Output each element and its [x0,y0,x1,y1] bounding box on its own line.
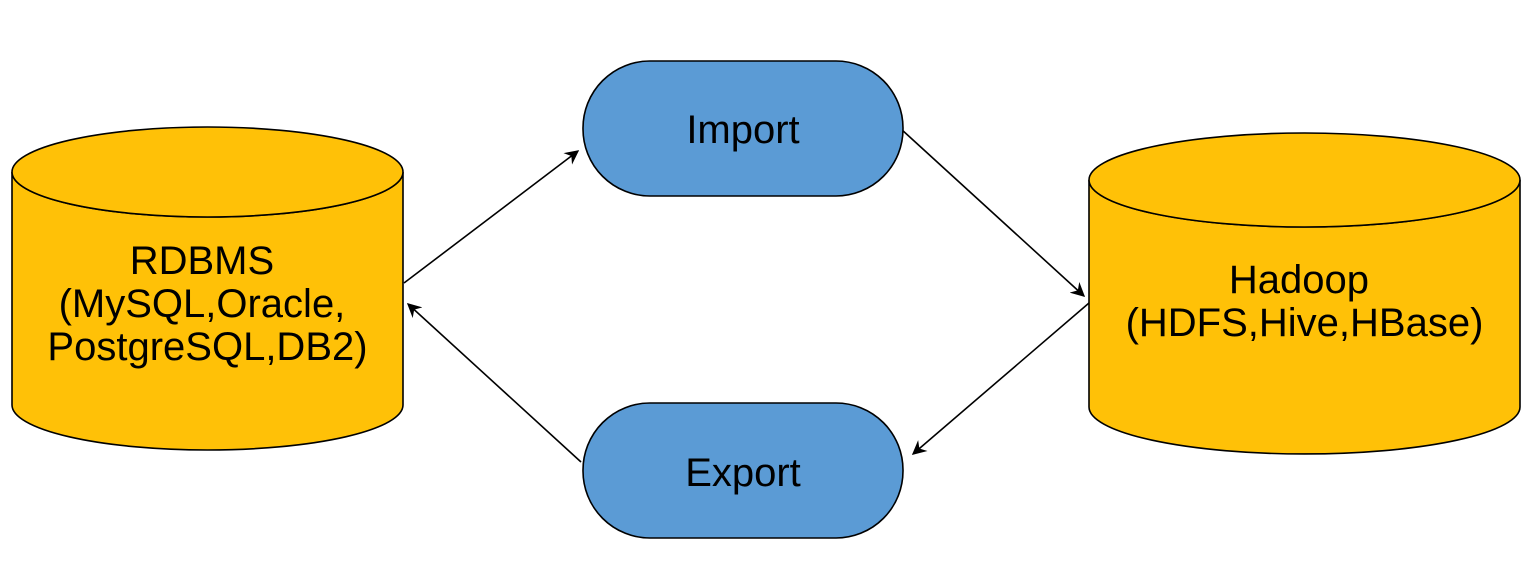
export-pill [582,402,904,539]
hadoop-label-line2: (HDFS,Hive,HBase) [1126,301,1484,345]
edge-import-to-hadoop [900,128,1086,297]
node-hadoop: Hadoop (HDFS,Hive,HBase) [1088,132,1521,455]
rdbms-cylinder-top [11,126,404,218]
hadoop-label-line1: Hadoop [1229,258,1369,302]
rdbms-label-line3: PostgreSQL,DB2) [47,325,367,369]
node-import: Import [582,60,904,197]
import-pill [582,60,904,197]
hadoop-cylinder-top [1088,132,1521,228]
edge-hadoop-to-export [911,302,1090,455]
edge-export-to-rdbms [406,303,582,463]
rdbms-label-line1: RDBMS [130,239,274,283]
node-rdbms: RDBMS (MySQL,Oracle, PostgreSQL,DB2) [11,126,404,451]
edge-rdbms-to-import [403,150,580,284]
import-label: Import [686,108,799,152]
node-export: Export [582,402,904,539]
rdbms-label-line2: (MySQL,Oracle, [59,282,346,326]
edges [403,128,1090,463]
rdbms-label: RDBMS (MySQL,Oracle, PostgreSQL,DB2) [47,239,367,369]
hadoop-label: Hadoop (HDFS,Hive,HBase) [1126,258,1484,345]
export-label: Export [685,451,801,495]
